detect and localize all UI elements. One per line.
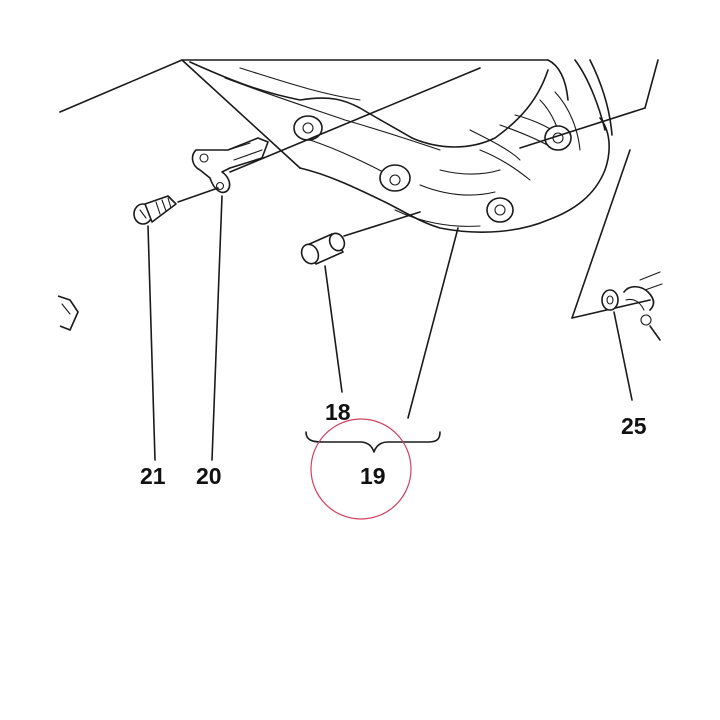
callout-19: 19 (360, 463, 386, 489)
clip-spring-part (623, 271, 663, 341)
leader-19 (407, 227, 459, 419)
washer-icon (601, 289, 619, 311)
cutoff-edge-right-lower (571, 149, 631, 319)
leader-20 (211, 195, 223, 461)
assembly-axis-line (229, 67, 481, 173)
cutoff-edge-right (644, 59, 659, 109)
partial-part-left (57, 295, 79, 331)
assembly-axis-line-right (519, 107, 646, 149)
bushing-icon (300, 232, 346, 265)
callout-18: 18 (325, 399, 351, 425)
screw-axis-line (177, 187, 219, 203)
bushing-axis-line (343, 211, 421, 237)
leader-21 (147, 225, 156, 461)
group-brace (305, 431, 441, 453)
highlight-circle (310, 418, 412, 520)
screw-icon (133, 195, 177, 225)
leader-25 (613, 311, 633, 401)
callout-25: 25 (621, 413, 647, 439)
bracket-icon (191, 137, 269, 194)
leader-18 (324, 265, 343, 393)
callout-20: 20 (196, 463, 222, 489)
callout-21: 21 (140, 463, 166, 489)
housing-assembly (59, 59, 613, 233)
